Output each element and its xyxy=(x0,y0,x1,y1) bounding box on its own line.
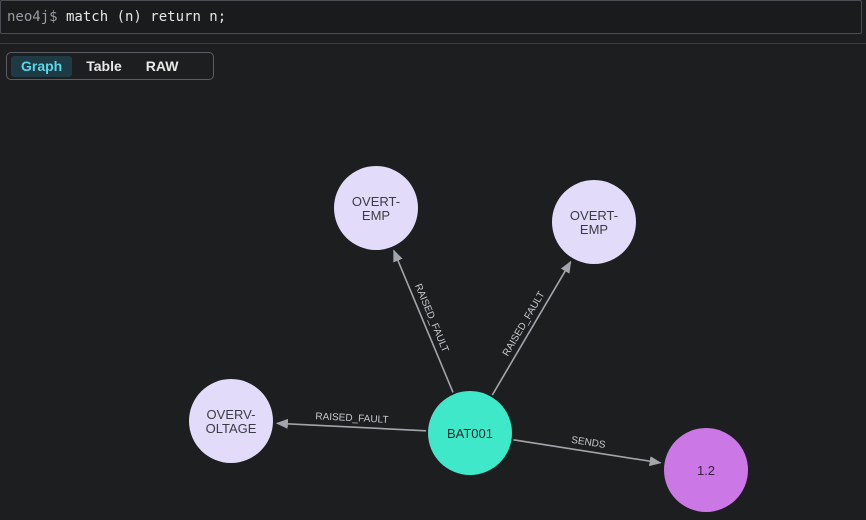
relationship-label: RAISED_FAULT xyxy=(412,282,450,354)
tab-raw[interactable]: RAW xyxy=(145,58,179,74)
node-circle[interactable] xyxy=(428,391,512,475)
node-caption: OVERT- xyxy=(570,208,618,223)
node-caption: OVERV- xyxy=(207,407,256,422)
command-editor[interactable]: neo4j$ match (n) return n; xyxy=(0,0,862,34)
graph-node[interactable]: OVERT-EMP xyxy=(334,166,418,250)
command-prompt: neo4j$ xyxy=(7,9,58,25)
node-caption: OVERT- xyxy=(352,194,400,209)
graph-node[interactable]: OVERV-OLTAGE xyxy=(189,379,273,463)
tab-graph[interactable]: Graph xyxy=(11,55,73,77)
relationship-label: SENDS xyxy=(570,435,606,451)
view-switcher: Graph Table RAW xyxy=(6,52,214,80)
relationship-label: RAISED_FAULT xyxy=(501,290,548,359)
relationship-arrow[interactable] xyxy=(513,439,662,467)
node-circle[interactable] xyxy=(189,379,273,463)
relationship-arrow[interactable] xyxy=(491,260,572,396)
graph-node[interactable]: 1.2 xyxy=(664,428,748,512)
node-caption: EMP xyxy=(580,222,608,237)
node-caption: OLTAGE xyxy=(206,421,257,436)
node-caption: 1.2 xyxy=(697,463,715,478)
node-caption: EMP xyxy=(362,208,390,223)
node-circle[interactable] xyxy=(334,166,418,250)
divider xyxy=(0,43,866,44)
relationship-label: RAISED_FAULT xyxy=(315,411,389,426)
relationship-arrow[interactable] xyxy=(392,249,454,393)
relationship-arrow[interactable] xyxy=(275,418,427,432)
graph-node[interactable]: BAT001 xyxy=(428,391,512,475)
node-circle[interactable] xyxy=(664,428,748,512)
command-query[interactable]: match (n) return n; xyxy=(57,9,227,25)
graph-node[interactable]: OVERT-EMP xyxy=(552,180,636,264)
node-caption: BAT001 xyxy=(447,426,493,441)
tab-table[interactable]: Table xyxy=(86,58,122,74)
node-circle[interactable] xyxy=(552,180,636,264)
